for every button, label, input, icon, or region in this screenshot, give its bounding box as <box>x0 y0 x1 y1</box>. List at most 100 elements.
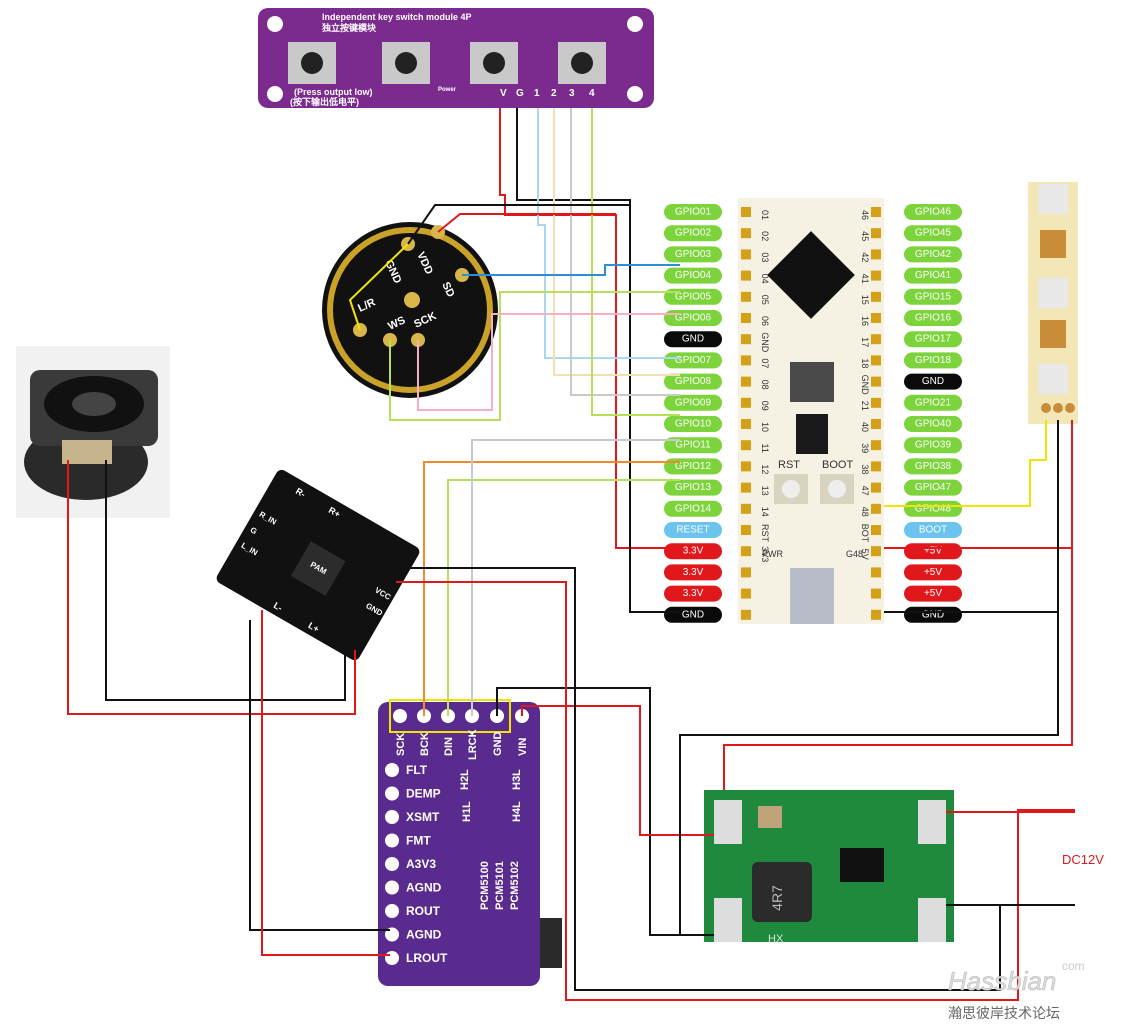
boot-button[interactable] <box>820 474 854 504</box>
key-pin-3: 3 <box>569 88 575 99</box>
esp32-right-pin-14: GPIO48 <box>904 500 962 517</box>
key-buttons <box>288 42 606 84</box>
esp32-right-pin-5: GPIO16 <box>904 310 962 326</box>
esp32-right-num-3: 41 <box>860 274 870 284</box>
esp32-right-pad-15 <box>871 525 881 535</box>
buck-potentiometer[interactable] <box>758 806 782 828</box>
esp32-left-pad-8 <box>741 376 751 387</box>
esp32-left-pin-3: GPIO04 <box>664 267 722 284</box>
dac-side-pin-label-4: A3V3 <box>406 857 436 871</box>
esp32-left-num-4: 05 <box>760 295 770 305</box>
esp32-right-num-8: GND <box>860 375 870 396</box>
esp32-right-num-0: 46 <box>860 210 870 220</box>
buck-brand: HX <box>768 933 784 945</box>
esp32-left-num-9: 09 <box>760 401 770 411</box>
esp32-left-num-5: 06 <box>760 316 770 326</box>
esp32-left-pin-14: GPIO14 <box>664 500 722 517</box>
wire-led-data <box>884 420 1047 507</box>
esp32-right-pin-label-1: GPIO45 <box>915 228 952 239</box>
esp32-left-pin-label-11: GPIO11 <box>675 440 711 451</box>
amplifier-module: PAM R- R+ L_IN R_IN G L- L+ VCC GND <box>216 469 420 661</box>
esp32-right-num-5: 16 <box>860 316 870 326</box>
esp32-right-pin-4: GPIO15 <box>904 288 962 305</box>
dac-side-pin-label-3: FMT <box>406 834 431 848</box>
esp32-right-pin-label-13: GPIO47 <box>915 482 952 493</box>
esp32-right-num-10: 40 <box>860 422 870 432</box>
esp32-right-pin-label-7: GPIO18 <box>915 355 952 366</box>
watermark-suffix: com <box>1062 959 1085 973</box>
esp32-left-pin-2: GPIO03 <box>664 246 722 263</box>
wire-key-vcc <box>499 108 680 549</box>
esp32-left-pad-11 <box>741 440 751 451</box>
wires <box>67 108 1075 1001</box>
dac-audio-jack <box>540 918 562 968</box>
wire-dac-din <box>447 479 680 716</box>
dac-side-pad-5 <box>385 880 399 895</box>
esp32-right-pin-3: GPIO41 <box>904 267 962 284</box>
esp32-right-pad-12 <box>871 461 881 472</box>
key-pin-2: 2 <box>551 88 557 99</box>
dac-pcb <box>378 702 540 986</box>
esp32-left-pin-19: GND <box>664 606 722 623</box>
esp32-right-pad-8 <box>871 376 881 387</box>
esp32-right-pin-label-19: GND <box>922 609 944 620</box>
esp32-right-pin-13: GPIO47 <box>904 479 962 496</box>
esp32-left-pad-5 <box>741 313 751 323</box>
esp32-left-pin-17: 3.3V <box>664 564 722 581</box>
esp32-left-pad-0 <box>741 207 751 217</box>
rst-button[interactable] <box>774 474 808 504</box>
key-button-2[interactable] <box>382 42 430 84</box>
wire-key-gnd <box>516 108 680 613</box>
esp32-left-pin-18: 3.3V <box>664 585 722 602</box>
esp32-right-pin-label-10: GPIO40 <box>915 419 952 430</box>
esp32-right-num-15: BOT <box>860 524 870 543</box>
wire-key-1 <box>537 108 680 359</box>
led-strip-cut-pads-2 <box>1040 320 1066 348</box>
dac-pin-gnd: GND <box>492 732 504 757</box>
esp32-left-num-7: 07 <box>760 358 770 368</box>
esp32-right-pin-labels: GPIO46GPIO45GPIO42GPIO41GPIO15GPIO16GPIO… <box>904 204 962 623</box>
boot-button-label: BOOT <box>822 459 853 471</box>
led-3 <box>1038 364 1068 394</box>
esp32-left-pin-label-7: GPIO07 <box>675 355 712 366</box>
dac-variant-5102: PCM5102 <box>509 861 521 910</box>
esp32-left-pin-13: GPIO13 <box>664 479 722 496</box>
buck-chip <box>840 848 884 882</box>
key-pin-1: 1 <box>534 88 540 99</box>
dac-side-pin-label-0: FLT <box>406 763 428 777</box>
esp32-right-pin-label-0: GPIO46 <box>915 207 952 218</box>
watermark-brand: Hassbian <box>948 966 1056 996</box>
esp32-right-pin-16: +5V <box>904 543 962 560</box>
speaker <box>16 346 170 518</box>
key-module-title: Independent key switch module 4P <box>322 12 472 22</box>
wire-mic-vdd <box>437 213 616 233</box>
esp32-right-pad-13 <box>871 482 881 493</box>
dac-pin-sck: SCK <box>395 733 407 756</box>
esp32-left-pad-6 <box>741 334 751 345</box>
esp32-left-pad-10 <box>741 419 751 429</box>
esp32-right-pad-10 <box>871 419 881 429</box>
esp32-right-pad-7 <box>871 355 881 366</box>
dac-jumper-h2l: H2L <box>459 769 471 790</box>
wire-speaker-plus <box>67 460 356 715</box>
wire-dac-bck <box>423 461 680 716</box>
esp32-left-num-3: 04 <box>760 274 770 284</box>
esp32-left-pin-label-5: GPIO06 <box>675 313 712 324</box>
esp32-ldo <box>796 414 828 454</box>
key-button-3[interactable] <box>470 42 518 84</box>
wire-dac-gnd <box>496 687 714 936</box>
esp32-left-pin-label-8: GPIO08 <box>675 376 712 387</box>
esp32-right-pad-0 <box>871 207 881 217</box>
mic-label-sd: SD <box>439 280 456 299</box>
esp32-right-pad-6 <box>871 334 881 345</box>
esp32-right-pin-11: GPIO39 <box>904 437 962 454</box>
i2s-microphone: GND VDD SD L/R WS SCK <box>322 222 498 398</box>
dac-jumper-box <box>389 699 511 733</box>
key-button-4[interactable] <box>558 42 606 84</box>
buck-pcb <box>704 790 954 942</box>
key-button-1[interactable] <box>288 42 336 84</box>
wire-mic-ws <box>389 291 680 421</box>
